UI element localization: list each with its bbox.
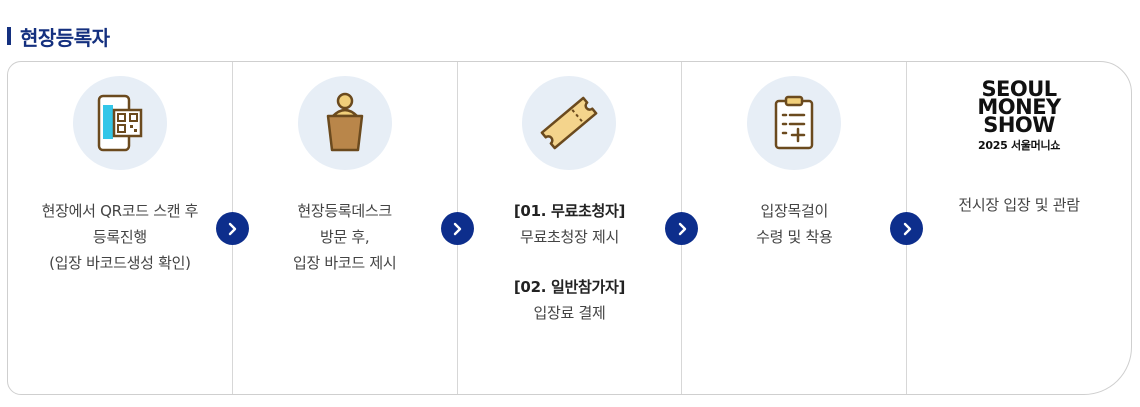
step-2-line: 방문 후, bbox=[319, 228, 370, 246]
step-1-line: (입장 바코드생성 확인) bbox=[49, 254, 191, 272]
qr-phone-icon bbox=[72, 76, 167, 170]
logo-line: SEOUL bbox=[981, 77, 1057, 101]
step-1-text: 현장에서 QR코드 스캔 후 등록진행 (입장 바코드생성 확인) bbox=[42, 198, 199, 276]
clipboard-plus-icon bbox=[747, 76, 842, 170]
step-1-line: 등록진행 bbox=[92, 228, 147, 246]
chevron-right-icon bbox=[890, 212, 924, 245]
general-visitor-heading: [02. 일반참가자] bbox=[513, 278, 626, 296]
step-1-line: 현장에서 QR코드 스캔 후 bbox=[41, 202, 199, 220]
step-3: [01. 무료초청자] 무료초청장 제시 [02. 일반참가자] 입장료 결제 bbox=[458, 62, 699, 394]
general-visitor-text: 입장료 결제 bbox=[533, 304, 606, 322]
section-header: 현장등록자 bbox=[7, 22, 110, 50]
free-invitee-heading: [01. 무료초청자] bbox=[513, 202, 626, 220]
logo-subtitle: 2025 서울머니쇼 bbox=[978, 139, 1061, 152]
step-4-line: 입장목걸이 bbox=[760, 202, 829, 220]
step-2-text: 현장등록데스크 방문 후, 입장 바코드 제시 bbox=[292, 198, 397, 276]
step-1: 현장에서 QR코드 스캔 후 등록진행 (입장 바코드생성 확인) bbox=[8, 62, 249, 394]
chevron-right-icon bbox=[440, 212, 474, 245]
step-2-line: 현장등록데스크 bbox=[297, 202, 392, 220]
step-2-line: 입장 바코드 제시 bbox=[292, 254, 397, 272]
step-4-line: 수령 및 착용 bbox=[756, 228, 833, 246]
step-3-text: [01. 무료초청자] 무료초청장 제시 [02. 일반참가자] 입장료 결제 bbox=[513, 198, 626, 326]
step-2: 현장등록데스크 방문 후, 입장 바코드 제시 bbox=[233, 62, 474, 394]
step-5-line: 전시장 입장 및 관람 bbox=[958, 196, 1080, 214]
ticket-icon bbox=[522, 76, 617, 170]
seoul-money-show-logo: SEOUL MONEY SHOW 2025 서울머니쇼 bbox=[959, 77, 1079, 180]
step-4-text: 입장목걸이 수령 및 착용 bbox=[756, 198, 833, 250]
step-5-text: 전시장 입장 및 관람 bbox=[958, 192, 1080, 218]
step-4: 입장목걸이 수령 및 착용 bbox=[682, 62, 924, 394]
chevron-right-icon bbox=[215, 212, 249, 245]
free-invitee-text: 무료초청장 제시 bbox=[519, 228, 619, 246]
page-title: 현장등록자 bbox=[20, 25, 110, 50]
title-bar-marker bbox=[7, 27, 11, 45]
logo-line: MONEY bbox=[977, 95, 1061, 119]
chevron-right-icon bbox=[665, 212, 699, 245]
process-steps: 현장에서 QR코드 스캔 후 등록진행 (입장 바코드생성 확인) 현장등록데스… bbox=[7, 61, 1132, 395]
logo-line: SHOW bbox=[983, 113, 1055, 137]
step-5: SEOUL MONEY SHOW 2025 서울머니쇼 전시장 입장 및 관람 bbox=[907, 62, 1131, 394]
registration-desk-icon bbox=[297, 76, 392, 170]
